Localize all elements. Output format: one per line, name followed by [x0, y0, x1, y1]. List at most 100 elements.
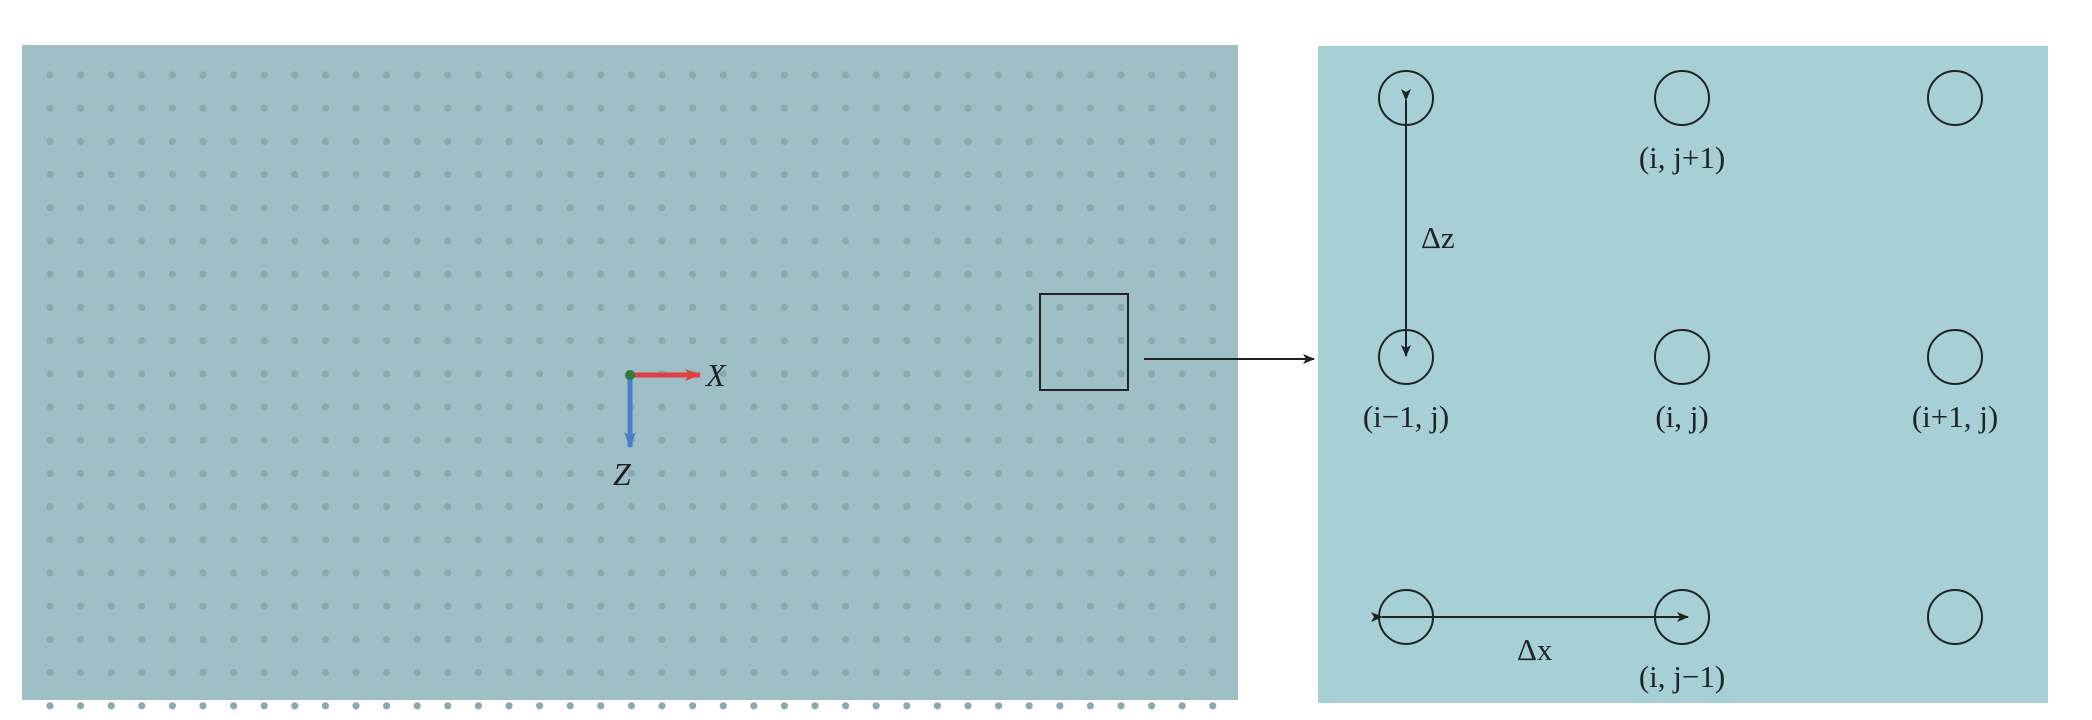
array-dot — [1148, 71, 1156, 79]
array-dot — [352, 137, 360, 145]
array-dot — [46, 303, 54, 311]
array-dot — [933, 104, 942, 112]
array-dot — [964, 104, 972, 112]
array-dot — [842, 171, 850, 179]
array-dot — [627, 303, 636, 311]
array-dot — [1056, 370, 1064, 378]
array-dot — [811, 171, 819, 179]
array-dot — [1209, 71, 1217, 79]
array-dot — [719, 270, 727, 278]
array-dot — [138, 602, 146, 610]
array-dot — [1209, 569, 1217, 577]
array-dot — [352, 503, 360, 511]
array-dot — [321, 403, 329, 411]
array-dot — [1056, 303, 1064, 311]
array-dot — [383, 635, 391, 644]
array-dot — [1148, 403, 1156, 411]
array-dot — [842, 337, 850, 345]
array-dot — [627, 171, 636, 179]
array-dot — [444, 104, 452, 112]
array-dot — [780, 469, 789, 477]
array-dot — [719, 204, 727, 212]
array-dot — [352, 204, 360, 212]
array-dot — [413, 204, 421, 212]
array-dot — [780, 370, 789, 378]
array-dot — [1117, 204, 1125, 212]
array-dot — [566, 702, 574, 710]
array-dot — [107, 71, 115, 79]
array-dot — [750, 536, 758, 544]
array-dot — [168, 436, 176, 444]
array-dot — [811, 370, 819, 378]
array-dot — [77, 137, 85, 145]
array-dot — [872, 237, 880, 245]
array-dot — [168, 303, 176, 311]
array-dot — [77, 237, 85, 245]
array-dot — [199, 237, 207, 245]
array-dot — [505, 137, 513, 145]
array-dot — [1056, 536, 1064, 544]
array-dot — [780, 337, 789, 345]
array-dot — [1178, 569, 1186, 577]
array-dot — [168, 370, 176, 378]
array-dot — [474, 569, 482, 577]
array-dot — [811, 71, 819, 79]
array-dot — [750, 71, 758, 79]
array-dot — [627, 536, 636, 544]
array-dot — [719, 702, 727, 710]
array-dot — [260, 171, 268, 179]
array-dot — [46, 71, 54, 79]
array-dot — [780, 503, 789, 511]
array-dot — [566, 237, 574, 245]
array-dot — [230, 171, 238, 179]
array-dot — [199, 536, 207, 544]
array-dot — [383, 171, 391, 179]
array-dot — [1025, 171, 1033, 179]
array-dot — [138, 669, 146, 677]
array-dot — [536, 171, 544, 179]
array-dot — [933, 469, 942, 477]
array-dot — [842, 469, 850, 477]
array-dot — [627, 270, 636, 278]
array-dot — [1209, 237, 1217, 245]
array-dot — [903, 337, 911, 345]
array-dot — [230, 237, 238, 245]
array-dot — [933, 702, 942, 710]
array-dot — [964, 337, 972, 345]
array-dot — [658, 171, 666, 179]
array-dot — [474, 137, 482, 145]
array-dot — [750, 303, 758, 311]
array-dot — [597, 337, 605, 345]
array-dot — [46, 536, 54, 544]
array-dot — [689, 204, 697, 212]
array-dot — [199, 137, 207, 145]
array-dot — [811, 602, 819, 610]
array-dot — [1178, 403, 1186, 411]
array-dot — [536, 71, 544, 79]
array-dot — [383, 403, 391, 411]
array-dot — [719, 635, 727, 644]
array-dot — [1086, 569, 1094, 577]
node-label: (i, j) — [1655, 399, 1708, 434]
array-dot — [413, 403, 421, 411]
array-dot — [566, 104, 574, 112]
array-dot — [1178, 503, 1186, 511]
array-dot — [168, 536, 176, 544]
array-dot — [933, 503, 942, 511]
array-dot — [842, 569, 850, 577]
array-dot — [597, 602, 605, 610]
array-dot — [230, 569, 238, 577]
array-dot — [1148, 370, 1156, 378]
array-dot — [1148, 436, 1156, 444]
array-dot — [77, 602, 85, 610]
array-dot — [77, 669, 85, 677]
array-dot — [138, 137, 146, 145]
array-dot — [1178, 436, 1186, 444]
array-dot — [383, 469, 391, 477]
array-dot — [413, 635, 421, 644]
array-dot — [780, 137, 789, 145]
array-dot — [1209, 171, 1217, 179]
array-dot — [444, 237, 452, 245]
array-dot — [689, 536, 697, 544]
array-dot — [168, 171, 176, 179]
